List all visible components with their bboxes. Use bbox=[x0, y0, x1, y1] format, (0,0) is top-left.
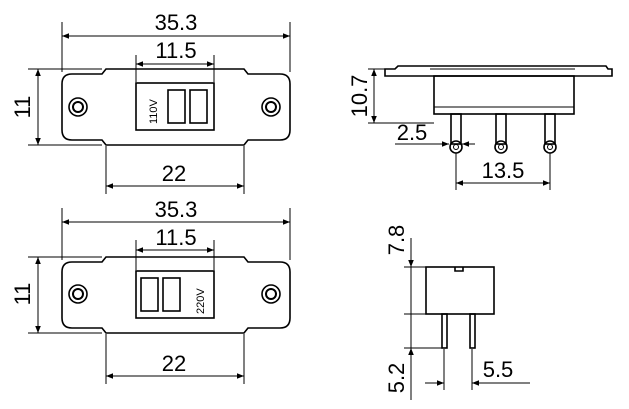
pin-middle-eye bbox=[494, 140, 508, 154]
dim-pin-length: 5.2 bbox=[384, 363, 409, 394]
mounting-hole-right-inner bbox=[267, 290, 275, 298]
mounting-hole-right bbox=[261, 284, 281, 304]
dim-window-width: 11.5 bbox=[155, 225, 196, 250]
dim-pin-spacing: 5.5 bbox=[483, 357, 514, 382]
mounting-hole-left-inner bbox=[74, 103, 82, 111]
top-view-110v: 110V 35.3 11.5 11 22 bbox=[10, 10, 291, 194]
mounting-hole-left bbox=[68, 97, 88, 117]
side-flange bbox=[384, 65, 613, 77]
mounting-hole-left bbox=[68, 284, 88, 304]
side-view: 10.7 2.5 13.5 bbox=[347, 65, 613, 190]
end-body bbox=[425, 266, 495, 315]
slider-left bbox=[167, 89, 186, 124]
slider-window bbox=[135, 82, 215, 131]
switch-body-outline bbox=[61, 256, 291, 334]
dim-width: 35.3 bbox=[155, 197, 198, 222]
dim-base-width: 22 bbox=[162, 161, 186, 186]
dim-window-width: 11.5 bbox=[155, 38, 196, 63]
dim-side-height: 10.7 bbox=[347, 75, 372, 118]
end-pin-right bbox=[469, 313, 476, 349]
dim-base-width: 22 bbox=[162, 351, 186, 376]
mounting-hole-right bbox=[261, 97, 281, 117]
dim-height: 11 bbox=[10, 283, 35, 306]
pin-right bbox=[544, 113, 556, 145]
end-view: 7.8 5.2 5.5 bbox=[384, 225, 530, 400]
end-body-notch bbox=[454, 267, 464, 272]
pin-left-eye bbox=[449, 140, 463, 154]
pin-middle bbox=[495, 113, 507, 145]
side-body bbox=[433, 75, 575, 115]
slider-right bbox=[162, 277, 181, 312]
dim-width: 35.3 bbox=[155, 10, 198, 35]
side-pins bbox=[449, 113, 557, 154]
top-view-220v: 220V 35.3 11.5 11 22 bbox=[10, 197, 291, 384]
switch-body-outline bbox=[61, 68, 291, 146]
pin-left-hole bbox=[453, 144, 459, 150]
mounting-hole-right-inner bbox=[267, 103, 275, 111]
pin-middle-hole bbox=[498, 144, 504, 150]
dim-body-height: 7.8 bbox=[384, 225, 409, 256]
slider-left bbox=[140, 277, 159, 312]
slider-window bbox=[135, 270, 215, 319]
voltage-label: 110V bbox=[148, 98, 160, 124]
voltage-label: 220V bbox=[195, 288, 207, 314]
dim-pin-span: 13.5 bbox=[482, 158, 525, 183]
slider-right bbox=[189, 89, 208, 124]
dim-height: 11 bbox=[10, 96, 35, 119]
mounting-hole-left-inner bbox=[74, 290, 82, 298]
end-pin-left bbox=[441, 313, 448, 349]
pin-right-eye bbox=[543, 140, 557, 154]
pin-right-hole bbox=[547, 144, 553, 150]
pin-left bbox=[450, 113, 462, 145]
dim-pin-offset: 2.5 bbox=[397, 120, 428, 145]
